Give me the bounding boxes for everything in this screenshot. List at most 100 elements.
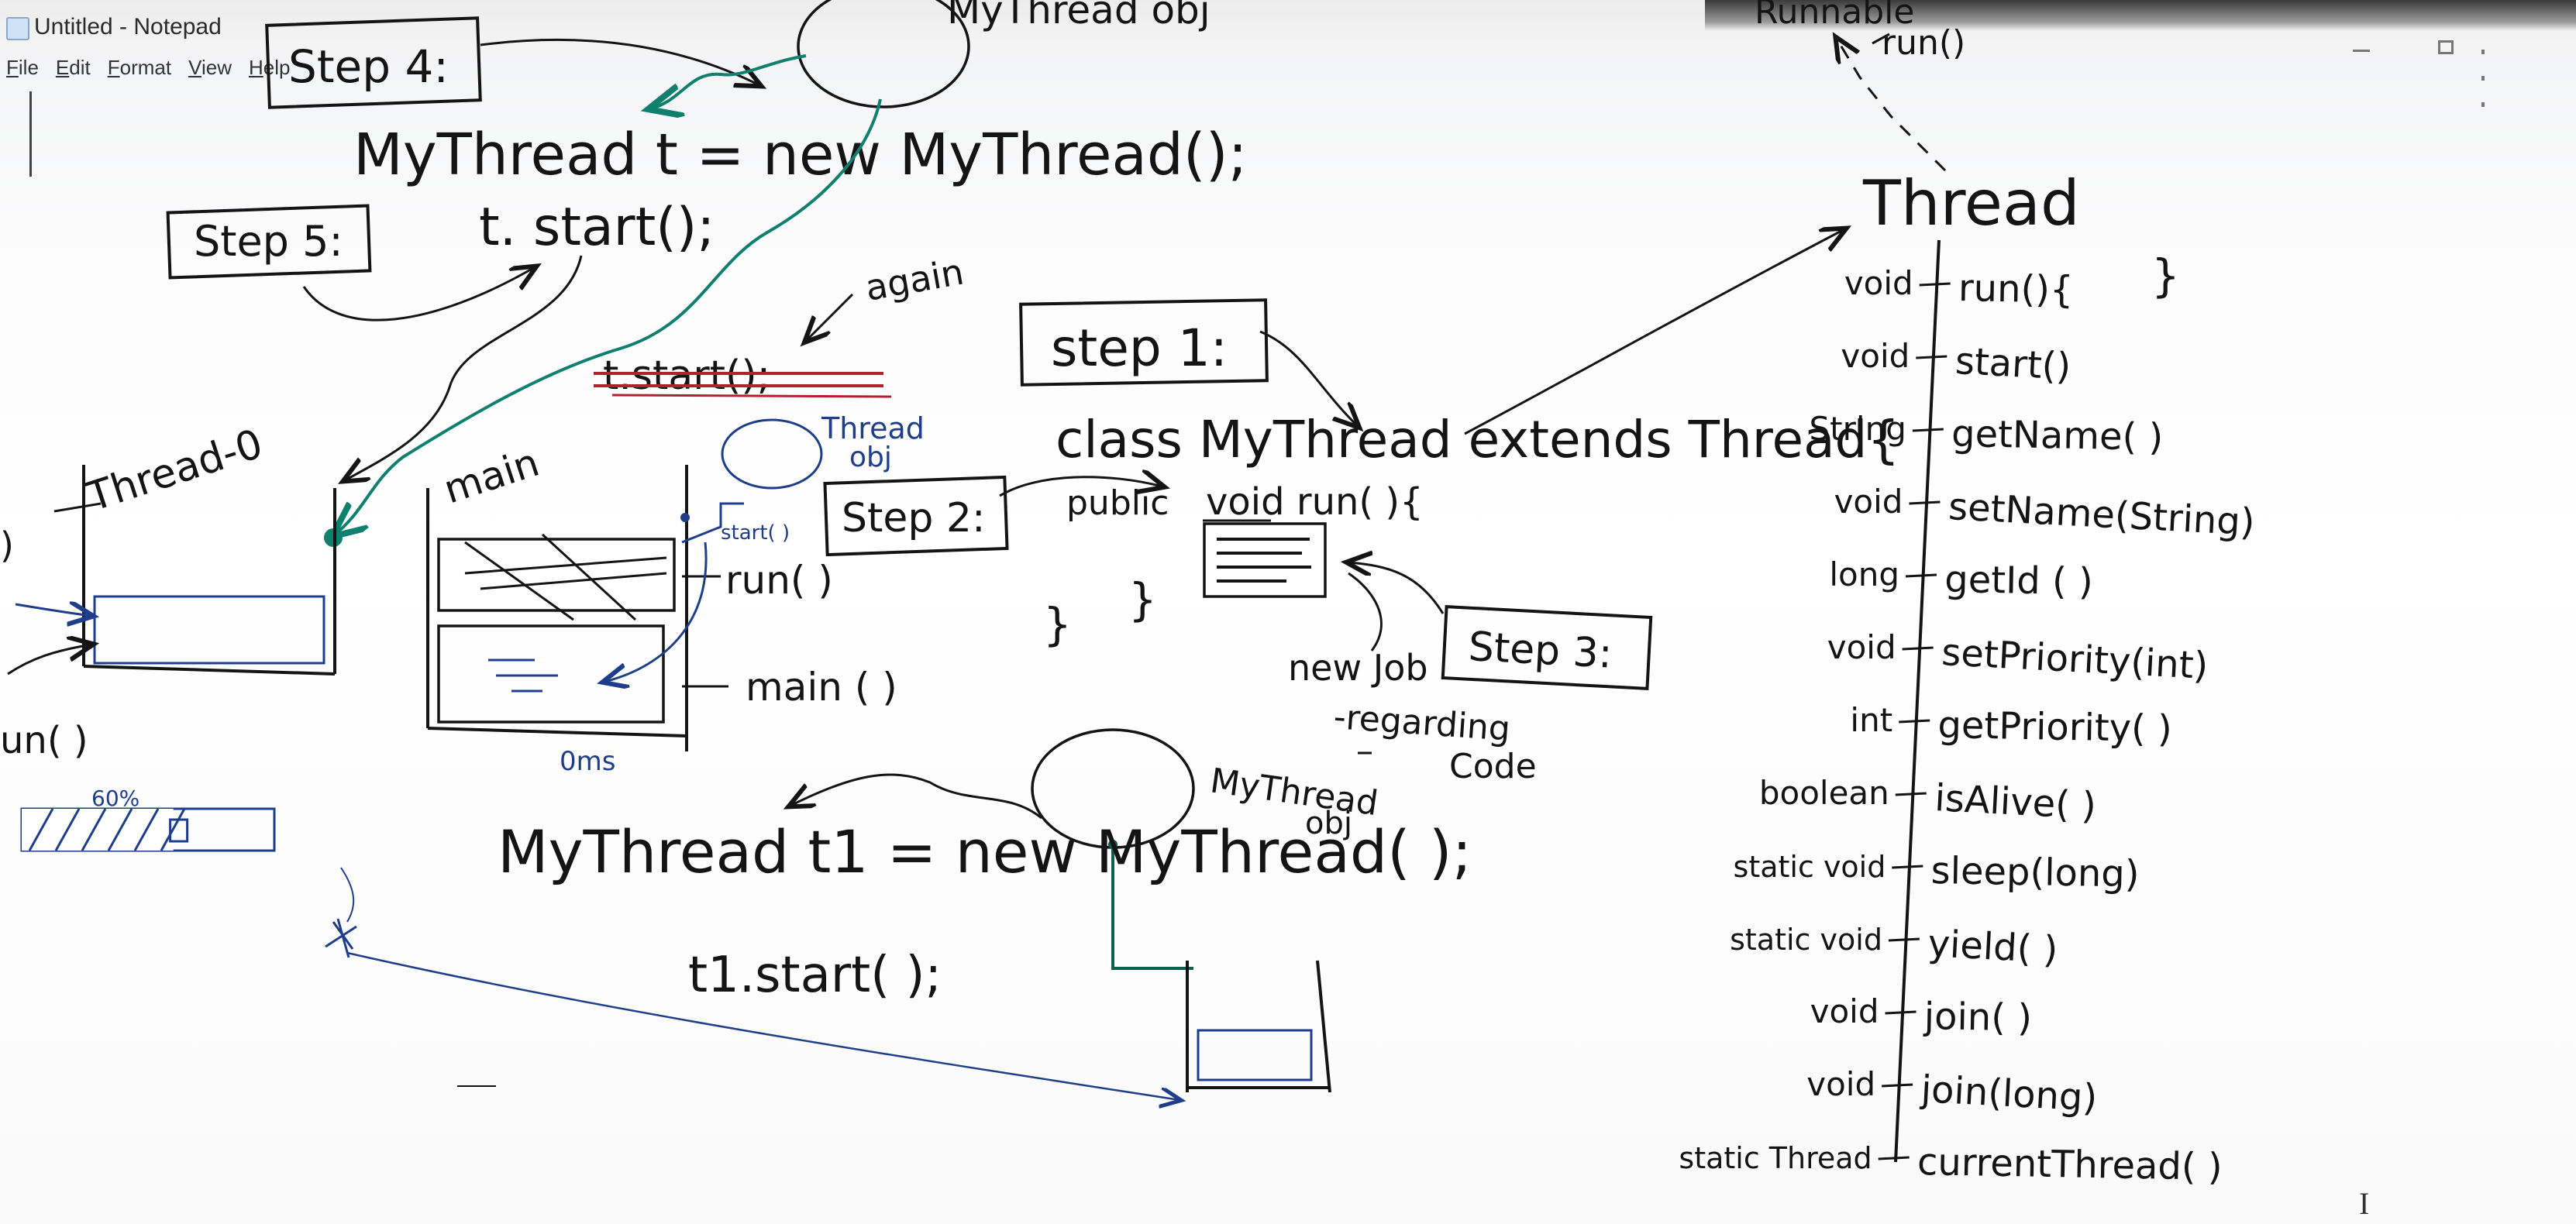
- public-keyword: public: [1066, 483, 1169, 523]
- step4-box: [265, 16, 482, 109]
- method-return-type: long: [1829, 555, 1899, 593]
- scrollbar[interactable]: [2481, 50, 2485, 119]
- method-tick: [1909, 500, 1941, 505]
- menu-format[interactable]: Format: [107, 56, 172, 79]
- progress-bar-fill: [22, 809, 174, 851]
- method-tick: [1912, 428, 1944, 432]
- blue-return-arrow: [604, 542, 708, 682]
- zero-ms-label: 0ms: [560, 746, 615, 777]
- method-tick: [1902, 646, 1934, 651]
- progress-hatch-line: [81, 808, 107, 851]
- method-name: getPriority( ): [1937, 703, 2172, 751]
- progress-hatch-line: [133, 808, 160, 851]
- reference-arrow-t: [651, 54, 807, 108]
- runnable-dash: [1872, 33, 1890, 45]
- step3-box: [1441, 605, 1653, 690]
- blue-start-path: [681, 502, 744, 544]
- t1-reference-arrow: [790, 773, 1042, 820]
- thread0-label: Thread-0: [81, 421, 269, 521]
- method-name: sleep(long): [1930, 849, 2140, 896]
- t-start-again: t.start();: [603, 352, 770, 399]
- runnable-run: run(): [1882, 23, 1965, 63]
- main-frame-scribble: [488, 658, 558, 693]
- progress-hatch-line: [54, 808, 81, 851]
- step1-label: step 1:: [1051, 318, 1228, 378]
- menu-file[interactable]: File: [6, 56, 39, 79]
- menu-bar: File Edit Format View Help: [6, 56, 290, 80]
- titlebar-shadow: [1705, 0, 2576, 31]
- blue-long-arrow: [346, 951, 1180, 1100]
- star-tail: [340, 867, 355, 923]
- progress-hatch-line: [28, 808, 54, 851]
- method-name: isAlive( ): [1934, 776, 2097, 828]
- progress-end-marker: [169, 818, 189, 843]
- step4-label: Step 4:: [288, 40, 449, 93]
- menu-view[interactable]: View: [188, 56, 232, 79]
- progress-hatch: [28, 808, 189, 851]
- step5-label: Step 5:: [194, 217, 343, 266]
- run-frame-scribble: [464, 533, 667, 621]
- runnable-label: Runnable: [1755, 0, 1914, 32]
- method-return-type: void: [1810, 992, 1879, 1030]
- text-area-caret[interactable]: [29, 91, 32, 177]
- step3-squiggle: [1348, 572, 1383, 652]
- t1-stack-right: [1316, 960, 1331, 1093]
- thread-obj-label-a: Thread: [821, 411, 925, 445]
- thread-obj-dot: [680, 513, 690, 522]
- partial-paren: ): [0, 524, 14, 566]
- again-label: again: [863, 251, 967, 309]
- method-name: setPriority(int): [1941, 631, 2209, 688]
- method-tick: [1878, 1156, 1910, 1160]
- method-tick: [1882, 1083, 1913, 1088]
- main-label: main: [439, 440, 545, 513]
- step3-arrow: [1348, 562, 1445, 614]
- method-return-type: static void: [1734, 850, 1886, 884]
- method-return-type: void: [1827, 628, 1896, 666]
- method-name: getName( ): [1951, 412, 2164, 459]
- thread-obj-label-b: obj: [849, 442, 892, 473]
- method-tick: [1888, 937, 1920, 942]
- thread0-frame: [93, 595, 325, 665]
- regarding-label: -regarding: [1332, 697, 1511, 749]
- method-name: getId ( ): [1944, 558, 2093, 603]
- progress-hatch-line: [160, 808, 186, 851]
- window-title: Untitled - Notepad: [34, 14, 222, 40]
- method-tick: [1885, 1010, 1917, 1015]
- implements-arrow: [1837, 39, 1947, 172]
- thread0-base: [83, 665, 336, 676]
- close-brace-1: }: [1043, 598, 1072, 651]
- run-declaration: void run( ){: [1206, 480, 1424, 524]
- method-tick: [1905, 573, 1937, 578]
- main-frame: [437, 624, 665, 724]
- maximize-icon[interactable]: [2438, 40, 2454, 54]
- run-frame: [437, 538, 676, 612]
- menu-edit[interactable]: Edit: [55, 56, 91, 79]
- method-name: yield( ): [1927, 922, 2058, 972]
- partial-run-label: un( ): [0, 719, 88, 762]
- method-name: join( ): [1923, 995, 2032, 1040]
- mythread-object-circle-top: [797, 0, 970, 108]
- t-declaration: MyThread t = new MyThread();: [353, 122, 1248, 188]
- run-label: run( ): [725, 558, 833, 603]
- step5-arrow: [302, 267, 535, 321]
- method-tick: [1892, 865, 1923, 869]
- method-name: setName(String): [1947, 485, 2256, 545]
- thread0-tick: [53, 502, 102, 513]
- step1-box: [1019, 298, 1269, 387]
- step4-arrow: [480, 39, 759, 85]
- method-return-type: void: [1834, 483, 1903, 521]
- notepad-icon: [6, 17, 29, 40]
- t1-start: t1.start( );: [688, 947, 942, 1004]
- minimize-icon[interactable]: [2353, 50, 2370, 52]
- method-return-type: static void: [1730, 923, 1882, 957]
- progress-hatch-line: [107, 808, 133, 851]
- method-name: join(long): [1919, 1068, 2098, 1120]
- step5-box: [166, 204, 372, 280]
- start-small-label: start( ): [721, 521, 790, 545]
- job-code-lines: [1217, 538, 1311, 583]
- method-tick: [1895, 792, 1927, 796]
- text-cursor-icon: I: [2359, 1186, 2370, 1221]
- t1-declaration: MyThread t1 = new MyThread( );: [498, 817, 1472, 886]
- t1-green-link: [1111, 844, 1193, 970]
